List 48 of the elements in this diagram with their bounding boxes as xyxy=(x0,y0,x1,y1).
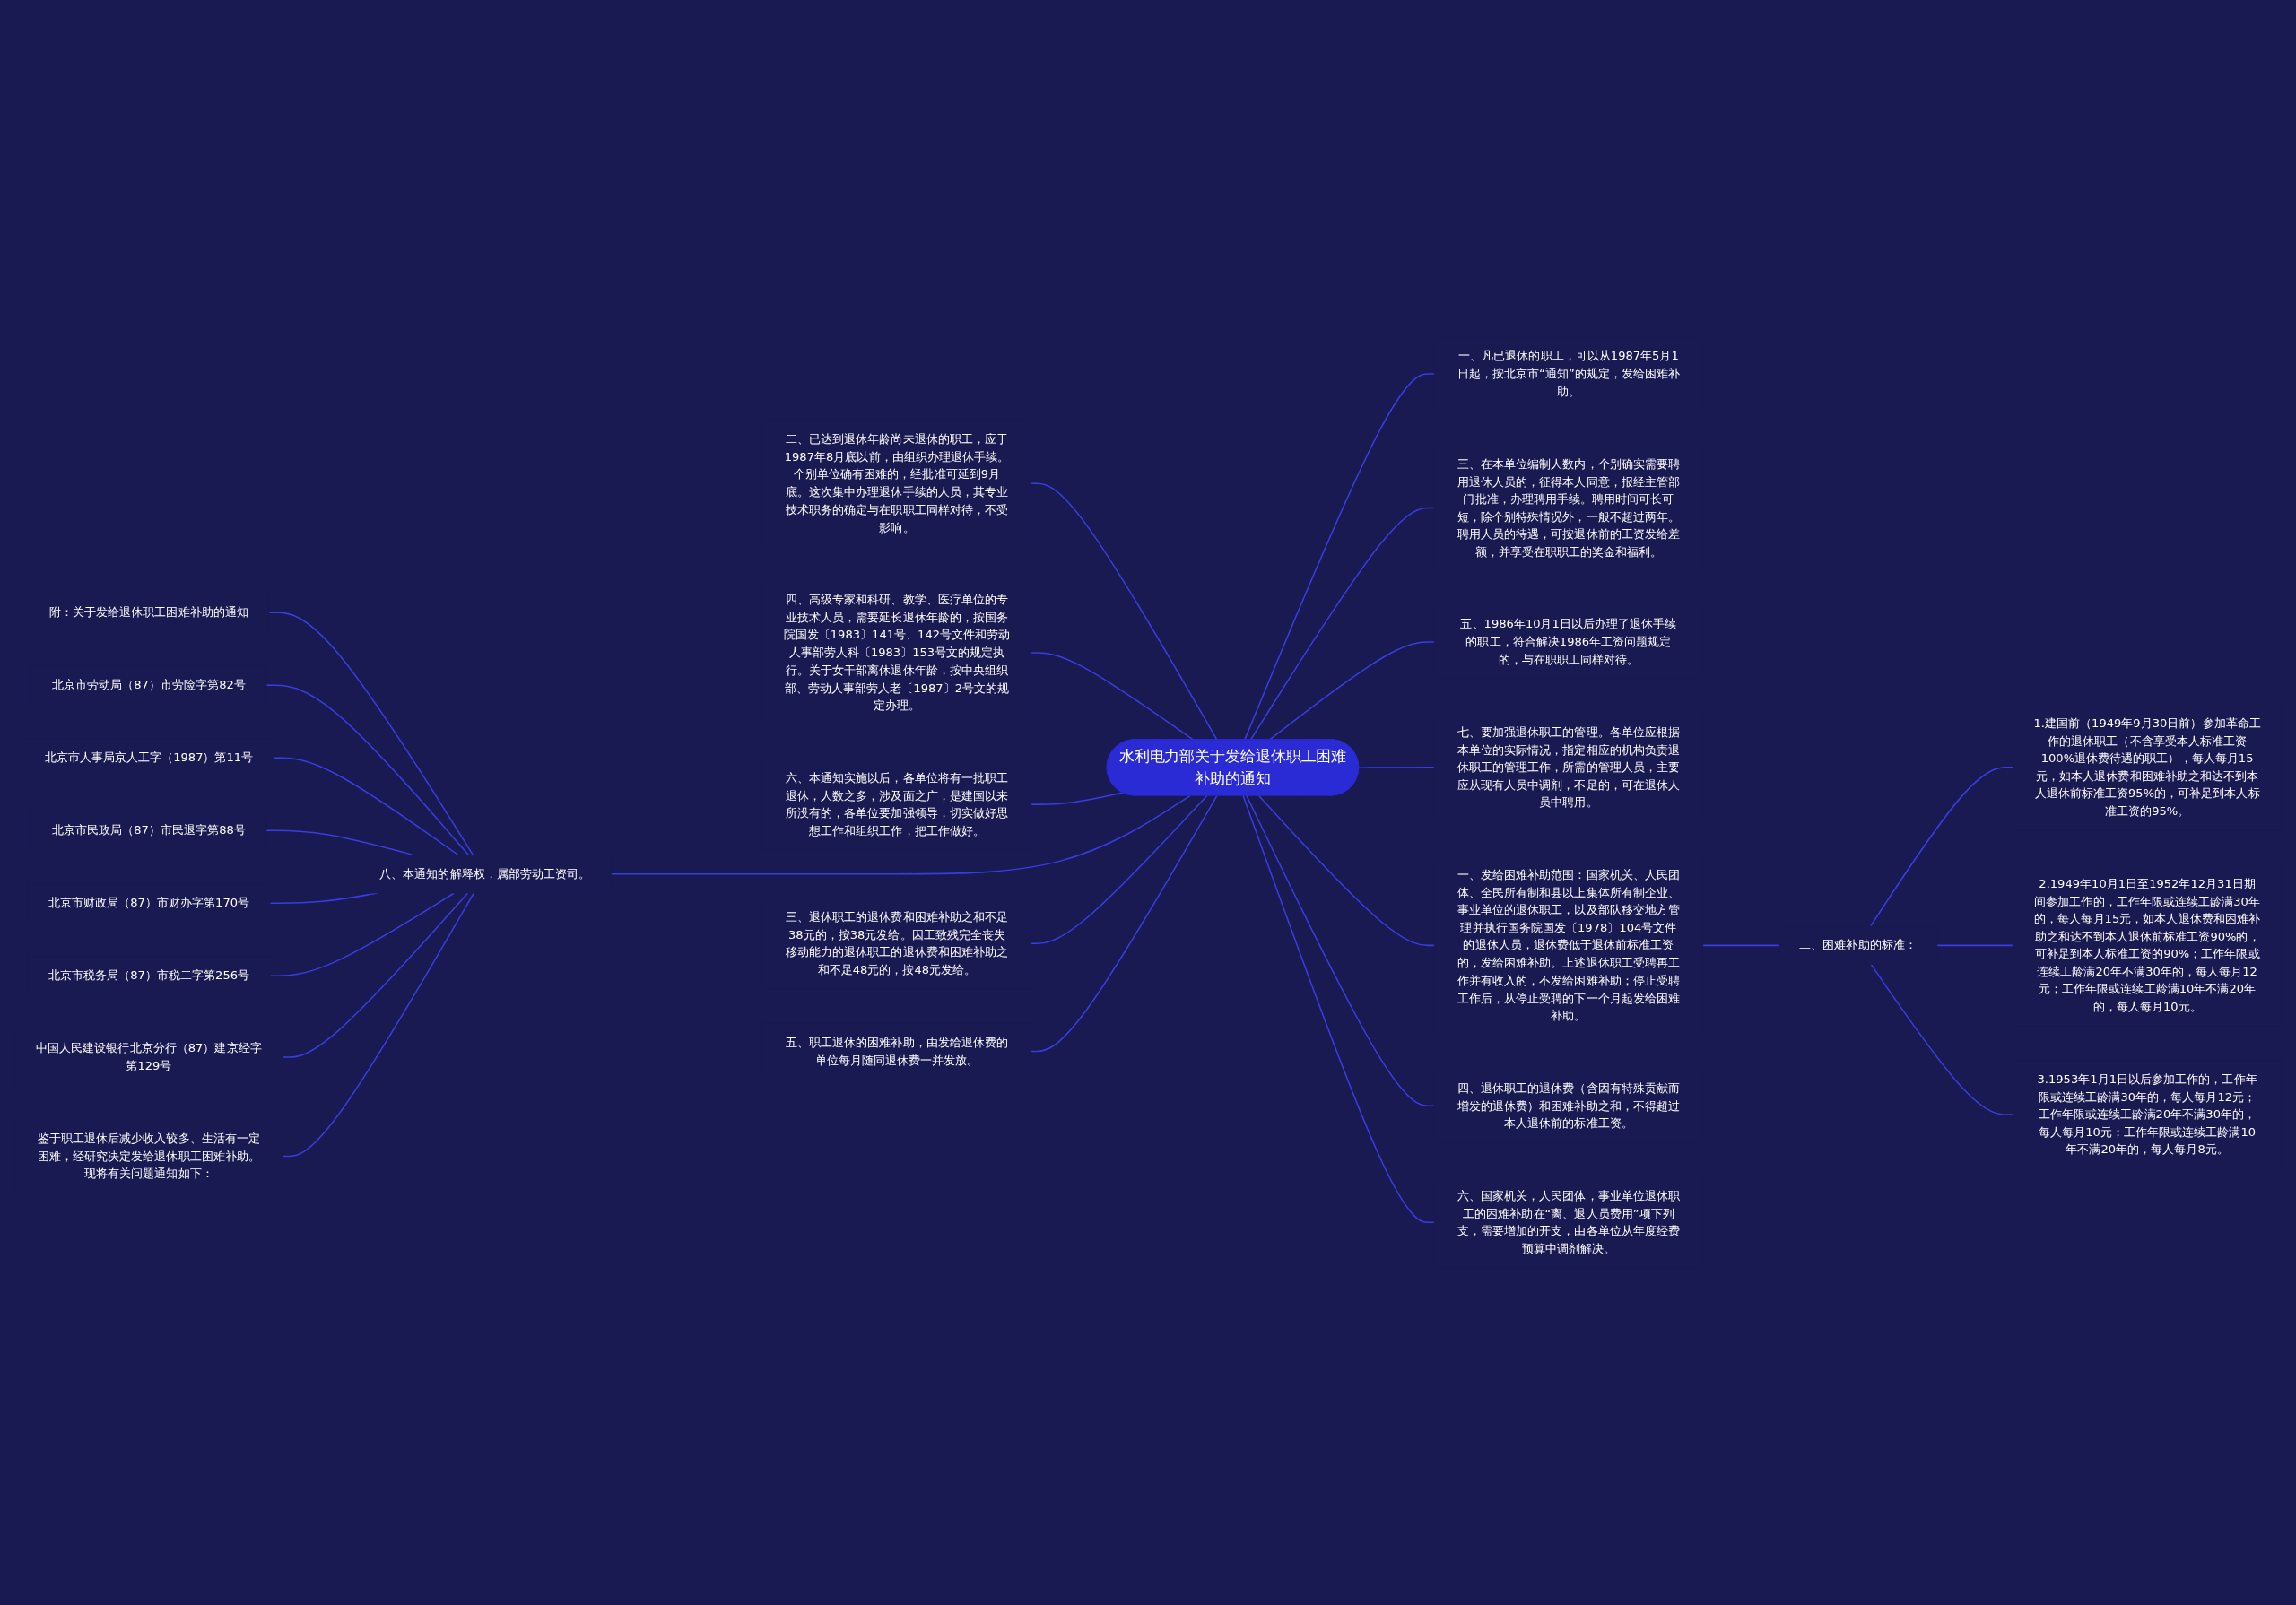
node-text: 二、已达到退休年龄尚未退休的职工，应于1987年8月底以前，由组织办理退休手续。个别单位确有困难的，经批准可延到9月底。这次集中办理退休手续的人员，其专业技术职务的确定与在职职工同样对待，不受影响。 xyxy=(784,432,1010,534)
node-text: 北京市民政局（87）市民退字第88号 xyxy=(51,822,246,837)
connector xyxy=(265,684,469,856)
connector xyxy=(1869,767,2014,927)
connector xyxy=(268,612,474,856)
connector xyxy=(1246,794,1435,1107)
connector xyxy=(1030,652,1195,741)
connector xyxy=(269,892,456,976)
node-text: 北京市税务局（87）市税二字第256号 xyxy=(48,968,250,983)
node-text: 三、在本单位编制人数内，个别确实需要聘用退休人员的，征得本人同意，报经主管部门批准，办理聘用手续。聘用时间可长可短，除个别特殊情况外，一般不超过两年。聘用人员的待遇，可按退休前的工资发给差额，并享受在职职工的奖金和福利。 xyxy=(1457,456,1680,559)
node-text: 1.建国前（1949年9月30日前）参加革命工作的退休职工（不含享受本人标准工资100%退休费待遇的职工），每人每月15元，如本人退休费和困难补助之和达不到本人退休前标准工资95%的，可补足到本人标准工资的95%。 xyxy=(2033,716,2261,818)
connector xyxy=(282,892,469,1058)
node-text: 四、高级专家和科研、教学、医疗单位的专业技术人员，需要延长退休年龄的，按国务院国发〔1983〕141号、142号文件和劳动人事部劳人科〔1983〕153号文的规定执行。关于女干部离休退休年龄，按中央组织部、劳动人事部劳人老〔1987〕2号文的规定办理。 xyxy=(783,592,1011,712)
connector xyxy=(1244,373,1435,741)
node-text: 六、本通知实施以后，各单位将有一批职工退休，人数之多，涉及面之广，是建国以来所没有的，各单位要加强领导，切实做好思想工作和组织工作，把工作做好。 xyxy=(785,770,1009,837)
node-text: 中国人民建设银行北京分行（87）建京经字第129号 xyxy=(36,1041,262,1072)
connector xyxy=(1030,794,1218,1053)
node-text: 3.1953年1月1日以后参加工作的，工作年限或连续工龄满30年的，每人每月12元；工作年限或连续工龄满20年不满30年的，每人每月10元；工作年限或连续工龄满10年不满20年的，每人每月8元。 xyxy=(2037,1071,2257,1157)
node-text: 四、退休职工的退休费（含因有特殊贡献而增发的退休费）和困难补助之和，不得超过本人退休前的标准工资。 xyxy=(1457,1080,1680,1130)
connector xyxy=(1030,792,1124,805)
node-text: 六、国家机关，人民团体，事业单位退休职工的困难补助在“离、退人员费用”项下列支，需要增加的开支，由各单位从年度经费预算中调剂解决。 xyxy=(1457,1188,1680,1255)
node-text: 一、凡已退休的职工，可以从1987年5月1日起，按北京市“通知”的规定，发给困难补助。 xyxy=(1457,349,1681,398)
node-text: 八、本通知的解释权，属部劳动工资司。 xyxy=(379,866,591,881)
connector xyxy=(1358,767,1435,768)
connector xyxy=(273,757,459,856)
connector xyxy=(1030,482,1218,741)
connector xyxy=(1249,507,1435,741)
node-text: 北京市人事局京人工字（1987）第11号 xyxy=(44,750,254,765)
node-text: 三、退休职工的退休费和困难补助之和不足38元的，按38元发给。因工致残完全丧失移动能力的退休职工的退休费和困难补助之和不足48元的，按48元发给。 xyxy=(785,909,1009,976)
connector xyxy=(1242,794,1435,1224)
connector xyxy=(1030,794,1208,944)
node-text: 鉴于职工退休后减少收入较多、生活有一定困难，经研究决定发给退休职工困难补助。现将有关问题通知如下： xyxy=(37,1131,260,1181)
connector xyxy=(1701,944,1779,947)
node-text: 北京市劳动局（87）市劳险字第82号 xyxy=(51,677,246,692)
connector xyxy=(610,794,1191,875)
connector xyxy=(1936,944,2014,947)
node-text: 2.1949年10月1日至1952年12月31日期间参加工作的，工作年限或连续工龄满30年的，每人每月15元，如本人退休费和困难补助之和达不到本人退休前标准工资90%的，可补足到本人标准工资的90%；工作年限或连续工龄满20年不满30年的，每人每月12元；工作年限或连续工龄满10年不满20年的，每人每月10元。 xyxy=(2034,876,2260,1014)
node-text: 北京市财政局（87）市财办字第170号 xyxy=(48,895,250,910)
node-text: 五、职工退休的困难补助，由发给退休费的单位每月随同退休费一并发放。 xyxy=(785,1035,1009,1067)
connector xyxy=(1268,641,1435,741)
node-text: 五、1986年10月1日以后办理了退休手续的职工，符合解决1986年工资问题规定的，与在职职工同样对待。 xyxy=(1460,617,1677,666)
connector xyxy=(1870,963,2014,1115)
connector xyxy=(1257,794,1435,947)
node-text: 附：关于发给退休职工困难补助的通知 xyxy=(48,604,248,620)
node-text: 一、发给困难补助范围：国家机关、人民团体、全民所有制和县以上集体所有制企业、事业单位的退休职工，以及部队移交地方管理并执行国务院国发〔1978〕104号文件的退休人员，退休费低于退休前标准工资的，发给困难补助。上述退休职工受聘再工作并有收入的，不发给困难补助；停止受聘工作后，从停止受聘的下一个月起发给困难补助。 xyxy=(1457,867,1680,1022)
connector xyxy=(282,892,475,1158)
node-text: 二、困难补助的标准： xyxy=(1799,938,1917,952)
node-text: 七、要加强退休职工的管理。各单位应根据本单位的实际情况，指定相应的机构负责退休职工的管理工作，所需的管理人员，主要应从现有人员中调剂，不足的，可在退休人员中聘用。 xyxy=(1457,724,1680,810)
